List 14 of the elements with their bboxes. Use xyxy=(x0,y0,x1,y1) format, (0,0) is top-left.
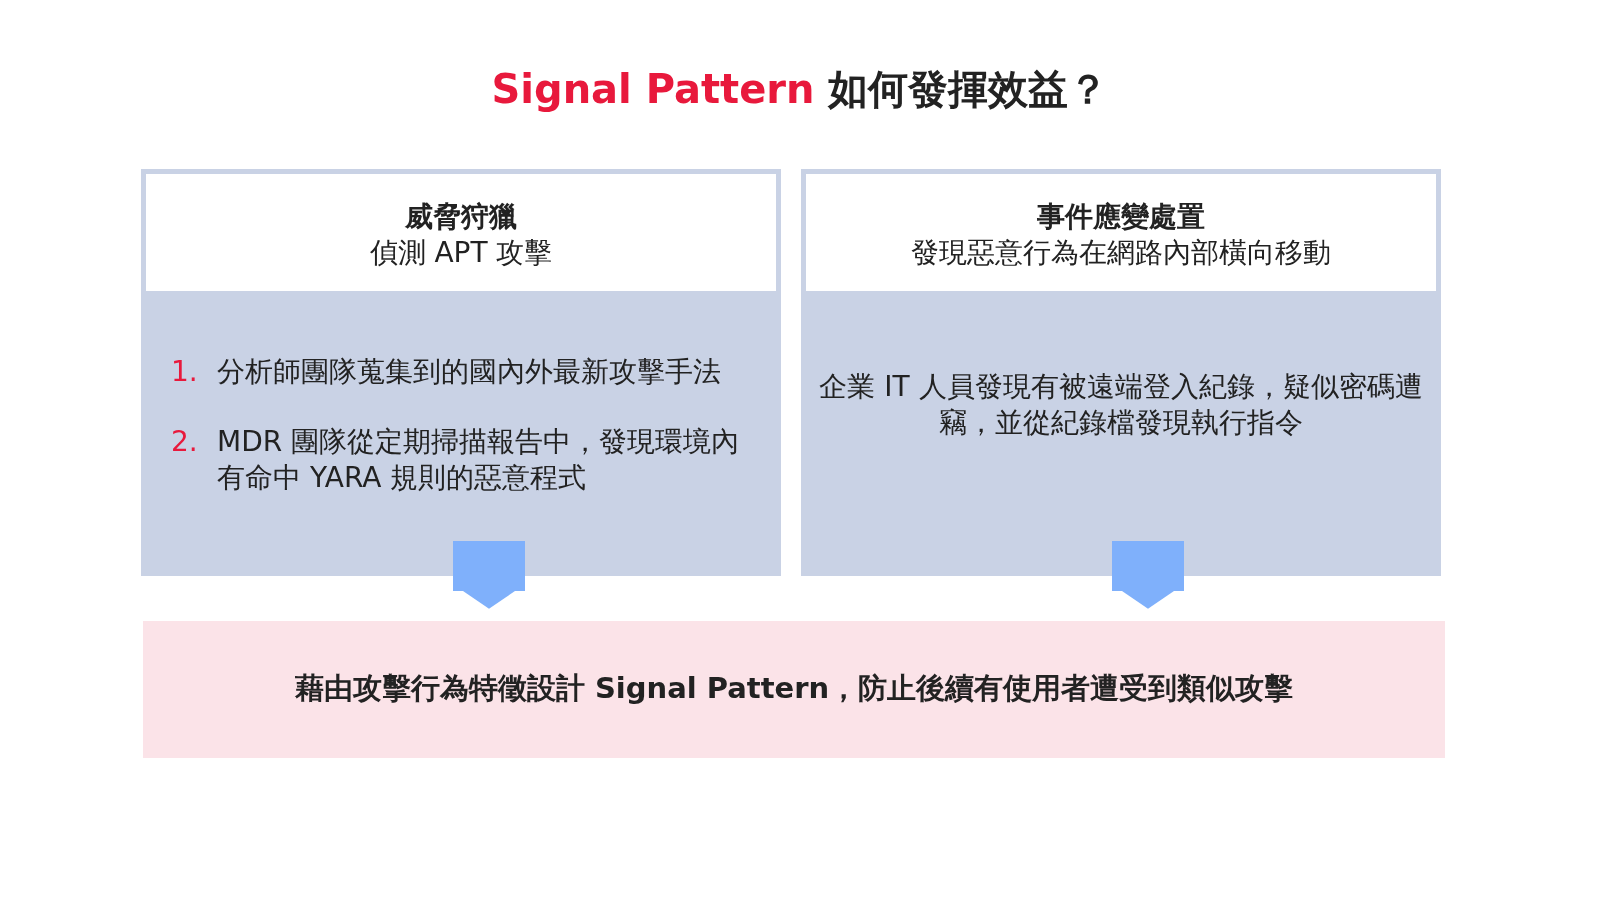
heading: 威脅狩獵 xyxy=(404,199,518,235)
list-item: 2. MDR 團隊從定期掃描報告中，發現環境內有命中 YARA 規則的惡意程式 xyxy=(171,424,741,496)
body-text: 企業 IT 人員發現有被遠端登入紀錄，疑似密碼遭竊，並從紀錄檔發現執行指令 xyxy=(819,369,1423,441)
card-panel xyxy=(141,169,781,576)
heading: 事件應變處置 xyxy=(1036,199,1206,235)
block-arrow xyxy=(1112,541,1184,609)
block-arrow xyxy=(453,541,525,609)
title: Signal Pattern 如何發揮效益？ xyxy=(490,65,1110,114)
conclusion-text: 藉由攻擊行為特徵設計 Signal Pattern，防止後續有使用者遭受到類似攻擊 xyxy=(293,670,1295,707)
conclusion-band xyxy=(143,621,1445,758)
list-item: 1. 分析師團隊蒐集到的國內外最新攻擊手法 xyxy=(171,354,722,390)
subheading: 偵測 APT 攻擊 xyxy=(368,235,554,271)
subheading: 發現惡意行為在網路內部橫向移動 xyxy=(910,235,1332,271)
card-panel xyxy=(801,169,1441,576)
